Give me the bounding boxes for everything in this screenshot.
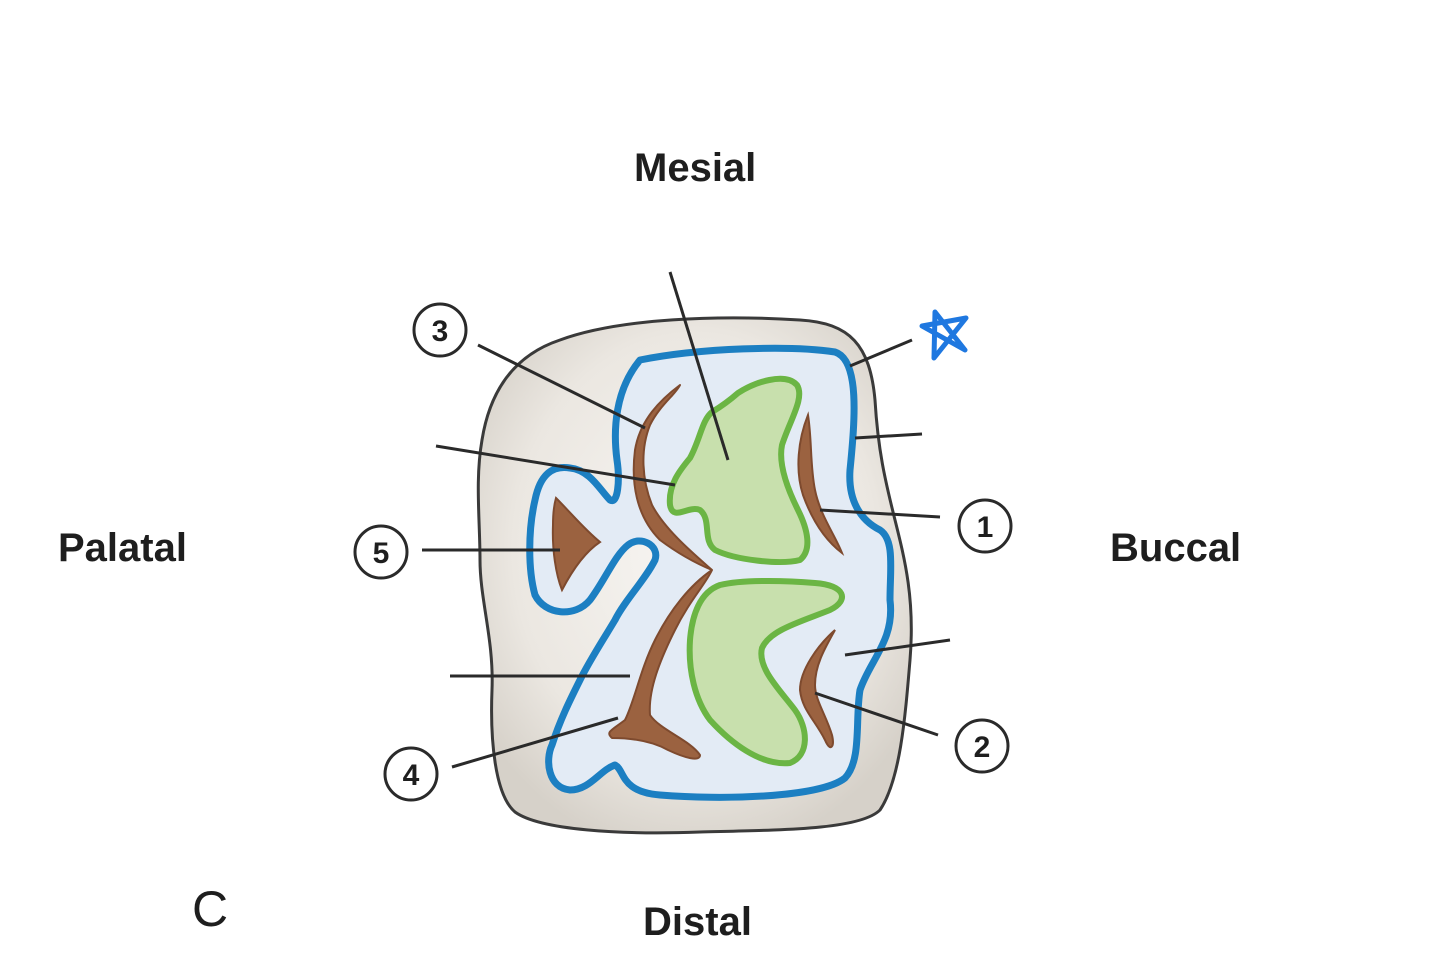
- hand-drawn-star-icon: [919, 309, 969, 361]
- svg-text:4: 4: [403, 759, 420, 792]
- svg-text:3: 3: [432, 315, 449, 348]
- svg-text:2: 2: [974, 731, 991, 764]
- svg-text:1: 1: [977, 511, 994, 544]
- label-mesial: Mesial: [634, 146, 757, 190]
- ridge-buccal-mesial: [797, 411, 845, 556]
- callout-2: 2: [954, 718, 1010, 774]
- panel-letter: C: [192, 881, 229, 937]
- label-buccal: Buccal: [1110, 526, 1242, 570]
- dentin-distal: [686, 577, 845, 767]
- callout-4: 4: [383, 746, 439, 802]
- callout-5: 5: [353, 524, 409, 580]
- dentin-mesial: [666, 375, 811, 565]
- label-distal: Distal: [643, 900, 752, 944]
- label-palatal: Palatal: [58, 526, 187, 570]
- callout-3: 3: [412, 302, 468, 358]
- ridge-palatal-triangle: [551, 496, 602, 593]
- leader-lines: [422, 271, 951, 769]
- svg-text:5: 5: [373, 537, 390, 570]
- ridge-buccal-distal: [798, 629, 836, 749]
- callout-1: 1: [957, 498, 1013, 554]
